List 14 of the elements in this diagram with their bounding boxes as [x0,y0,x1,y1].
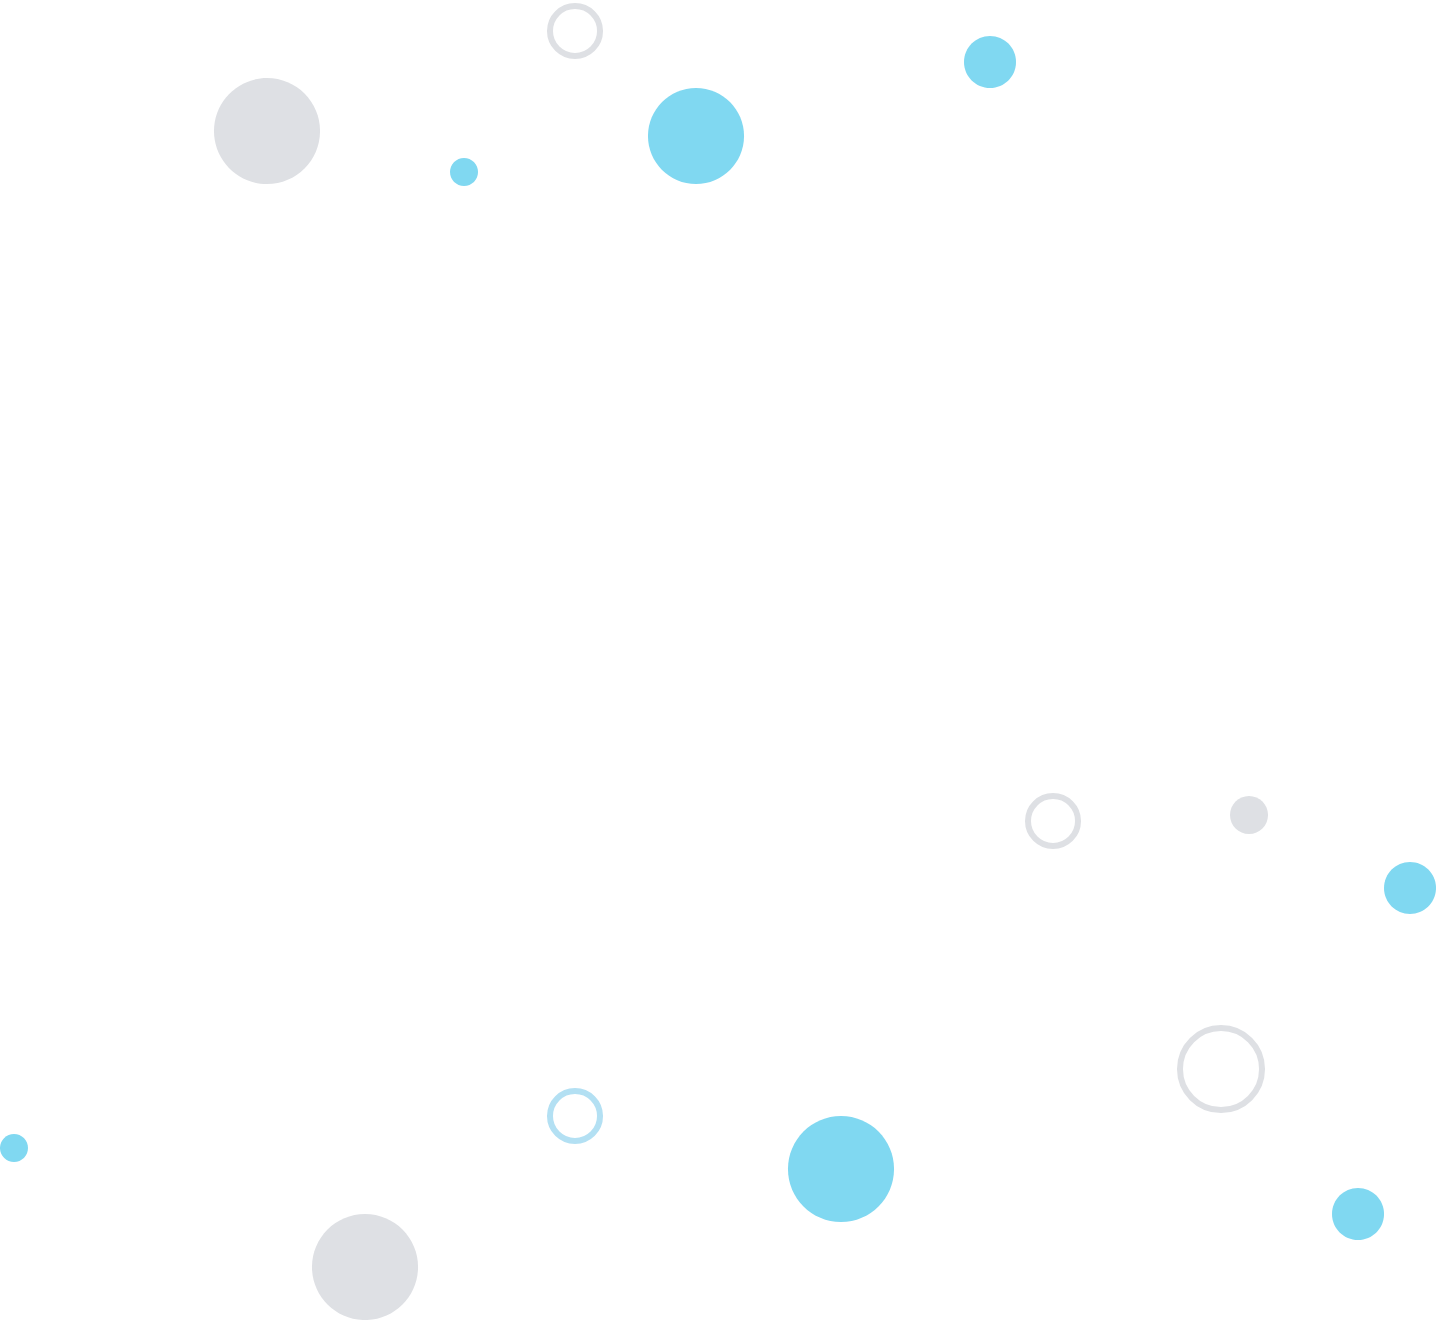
dot [964,36,1016,88]
ring [547,3,604,59]
dot [648,88,745,185]
dot [1332,1188,1385,1241]
dot [450,158,478,186]
dot [1230,796,1269,834]
dot [213,78,321,185]
ring [547,1088,604,1145]
dot [0,1134,28,1162]
dot [1384,862,1436,914]
ring [1025,793,1082,850]
dot [788,1116,895,1223]
dot [312,1214,419,1320]
ring [1177,1025,1266,1114]
